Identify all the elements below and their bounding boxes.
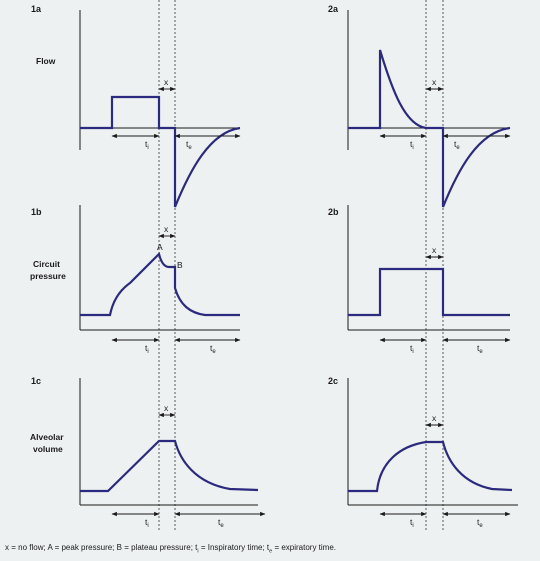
volume-trace-1c: [80, 439, 259, 493]
pressure-trace-1b: [80, 251, 240, 317]
caption-ti: ti: [195, 543, 199, 555]
te-label-1a: te: [186, 139, 192, 151]
caption-a: A = peak pressure;: [47, 543, 115, 552]
caption-ti-text: = Inspiratory time;: [200, 543, 265, 552]
panel-label-1a: 1a: [31, 4, 42, 14]
ti-label-2c: ti: [410, 517, 414, 529]
row-label-flow: Flow: [36, 56, 56, 66]
panel-label-2b: 2b: [328, 207, 339, 217]
pressure-trace-2b: [348, 267, 510, 317]
ti-label-2b: ti: [410, 343, 414, 355]
no-flow-label-2b: x: [432, 245, 437, 255]
te-label-2b: te: [477, 343, 483, 355]
ti-label-1a: ti: [145, 139, 149, 151]
flow-trace-2a: [348, 49, 511, 208]
ti-label-2a: ti: [410, 139, 414, 151]
caption-x: x = no flow;: [5, 543, 46, 552]
te-label-1b: te: [210, 343, 216, 355]
plateau-pressure-label: B: [177, 260, 183, 270]
peak-pressure-label: A: [157, 242, 163, 252]
row-label-alveolar-line2: volume: [33, 444, 63, 454]
row-label-circuit-line2: pressure: [30, 271, 66, 281]
caption-b: B = plateau pressure;: [116, 543, 193, 552]
no-flow-label-1c: x: [164, 403, 169, 413]
row-label-alveolar-line1: Alveolar: [30, 432, 64, 442]
ti-label-1b: ti: [145, 343, 149, 355]
no-flow-label-2c: x: [432, 413, 437, 423]
no-flow-label-1b: x: [164, 224, 169, 234]
panel-2b: 2b x ti te: [328, 205, 511, 355]
panel-label-1b: 1b: [31, 207, 42, 217]
row-label-circuit-line1: Circuit: [33, 259, 60, 269]
panel-label-2c: 2c: [328, 376, 338, 386]
te-label-1c: te: [218, 517, 224, 529]
caption-te-text: = expiratory time.: [274, 543, 337, 552]
te-label-2a: te: [454, 139, 460, 151]
panel-2c: 2c x ti te: [328, 376, 518, 529]
ti-label-1c: ti: [145, 517, 149, 529]
panel-label-2a: 2a: [328, 4, 339, 14]
panel-2a: 2a x ti te: [328, 0, 511, 530]
panel-1b: 1b Circuit pressure A B x ti te: [30, 205, 241, 355]
panel-label-1c: 1c: [31, 376, 41, 386]
te-label-2c: te: [477, 517, 483, 529]
flow-trace-1a: [80, 95, 241, 208]
no-flow-label-1a: x: [164, 77, 169, 87]
volume-trace-2c: [348, 440, 513, 493]
figure-caption: x = no flow; A = peak pressure; B = plat…: [5, 543, 336, 555]
caption-te: te: [266, 543, 273, 555]
no-flow-label-2a: x: [432, 77, 437, 87]
panel-1c: 1c Alveolar volume x ti te: [30, 376, 266, 529]
